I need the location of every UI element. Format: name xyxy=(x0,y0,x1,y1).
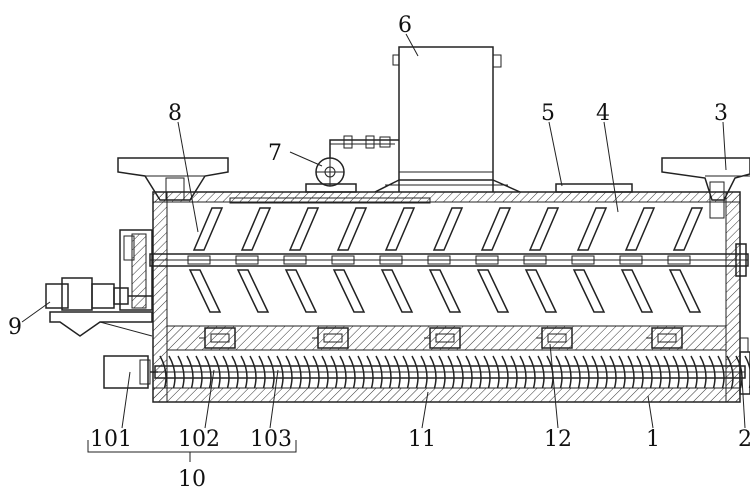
paddle-hub xyxy=(331,255,355,265)
paddle-lower xyxy=(572,269,606,313)
label-101: 101 xyxy=(90,427,132,452)
motor-9 xyxy=(45,277,153,337)
bearing-inner xyxy=(323,333,343,343)
callout-labels: 6 7 8 5 4 3 9 101 102 103 11 12 1 2 10 xyxy=(8,13,750,492)
paddle-lower xyxy=(620,269,654,313)
right-hopper xyxy=(661,157,750,219)
label-10: 10 xyxy=(178,467,206,492)
part-2 xyxy=(739,337,750,395)
pump-7 xyxy=(305,135,399,193)
paddle-upper xyxy=(384,207,416,251)
left-hopper xyxy=(117,157,229,201)
motor-101 xyxy=(103,355,158,389)
paddle-hub xyxy=(427,255,451,265)
paddle-upper xyxy=(480,207,512,251)
paddle-hub xyxy=(379,255,403,265)
bearing-inner xyxy=(657,333,677,343)
paddle-upper xyxy=(528,207,560,251)
screw-conveyor xyxy=(154,355,750,389)
main-housing xyxy=(152,191,741,403)
label-103: 103 xyxy=(250,427,292,452)
paddle-lower xyxy=(668,269,702,313)
paddle-lower xyxy=(284,269,318,313)
paddle-hub xyxy=(283,255,307,265)
paddle-upper xyxy=(240,207,272,251)
tank-6 xyxy=(374,46,521,193)
upper-shaft xyxy=(149,243,749,277)
paddle-upper xyxy=(336,207,368,251)
paddle-lower xyxy=(236,269,270,313)
label-4: 4 xyxy=(596,101,610,126)
label-3: 3 xyxy=(714,101,728,126)
label-5: 5 xyxy=(541,101,555,126)
paddle-lower xyxy=(524,269,558,313)
upper-paddles xyxy=(187,207,704,313)
label-8: 8 xyxy=(168,101,182,126)
paddle-upper xyxy=(672,207,704,251)
leader-lines xyxy=(21,33,746,462)
label-102: 102 xyxy=(178,427,220,452)
paddle-lower xyxy=(380,269,414,313)
label-11: 11 xyxy=(408,427,436,452)
paddle-upper xyxy=(624,207,656,251)
paddle-lower xyxy=(332,269,366,313)
paddle-hub xyxy=(667,255,691,265)
paddle-hub xyxy=(571,255,595,265)
paddle-upper xyxy=(432,207,464,251)
bearing-inner xyxy=(547,333,567,343)
paddle-upper xyxy=(288,207,320,251)
paddle-lower xyxy=(188,269,222,313)
paddle-hub xyxy=(187,255,211,265)
paddle-hub xyxy=(523,255,547,265)
paddle-upper xyxy=(576,207,608,251)
label-6: 6 xyxy=(398,13,412,38)
top-strip xyxy=(229,197,431,204)
partition-blocks xyxy=(199,327,683,349)
label-9: 9 xyxy=(8,315,22,340)
paddle-hub xyxy=(475,255,499,265)
label-12: 12 xyxy=(544,427,572,452)
gear-train xyxy=(119,229,153,311)
label-2: 2 xyxy=(738,427,750,452)
part-5 xyxy=(555,183,633,193)
label-7: 7 xyxy=(268,141,282,166)
paddle-lower xyxy=(428,269,462,313)
paddle-upper xyxy=(192,207,224,251)
bearing-inner xyxy=(435,333,455,343)
bearing-inner xyxy=(210,333,230,343)
paddle-hub xyxy=(235,255,259,265)
label-1: 1 xyxy=(646,427,660,452)
paddle-hub xyxy=(619,255,643,265)
paddle-lower xyxy=(476,269,510,313)
